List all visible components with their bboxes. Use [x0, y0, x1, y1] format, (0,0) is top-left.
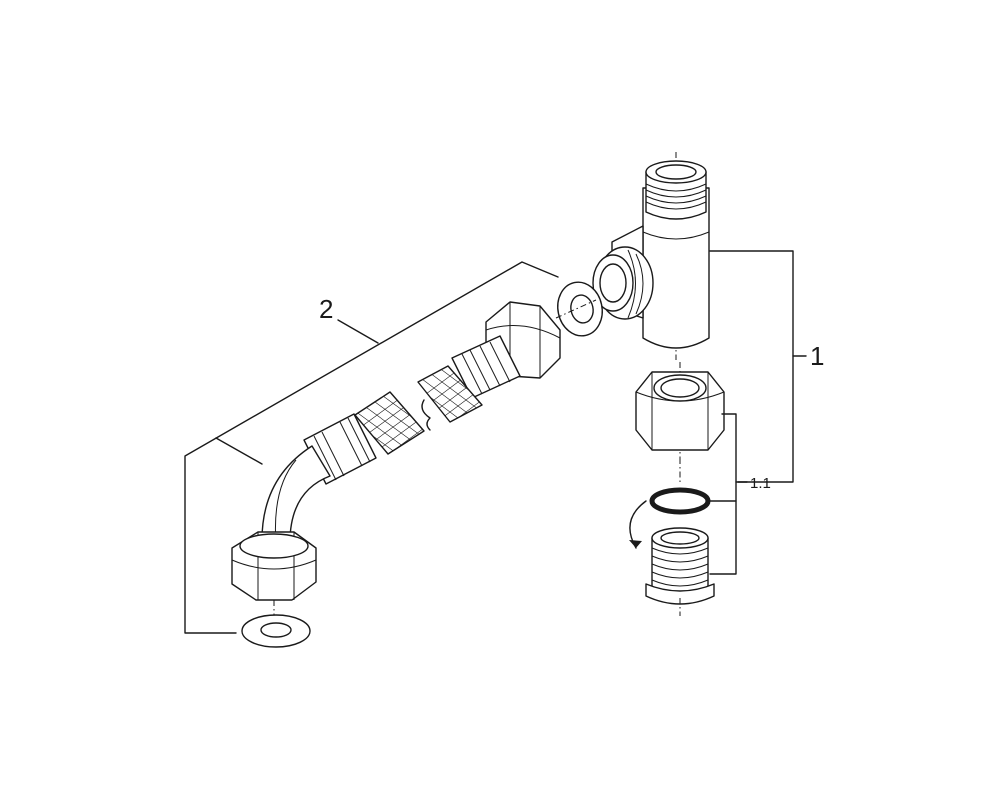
label-part-1-1: 1.1	[750, 475, 771, 492]
hex-nut-adapter	[635, 362, 725, 458]
bracket-part-2	[184, 261, 559, 634]
flat-washer-upper	[555, 281, 603, 337]
o-ring	[649, 458, 711, 515]
label-part-1: 1	[810, 341, 824, 371]
hose-nut-lower	[231, 531, 317, 601]
adapter-fitting	[645, 527, 715, 616]
braided-hose	[354, 365, 483, 455]
label-part-2: 2	[319, 294, 333, 324]
hose-ferrule-upper	[451, 335, 521, 399]
flat-washer-lower	[241, 600, 311, 648]
tee-fitting	[592, 152, 710, 360]
bracket-part-1-1	[707, 413, 748, 575]
bracket-part-1	[709, 250, 807, 483]
assembly-arrow-icon	[629, 500, 647, 549]
